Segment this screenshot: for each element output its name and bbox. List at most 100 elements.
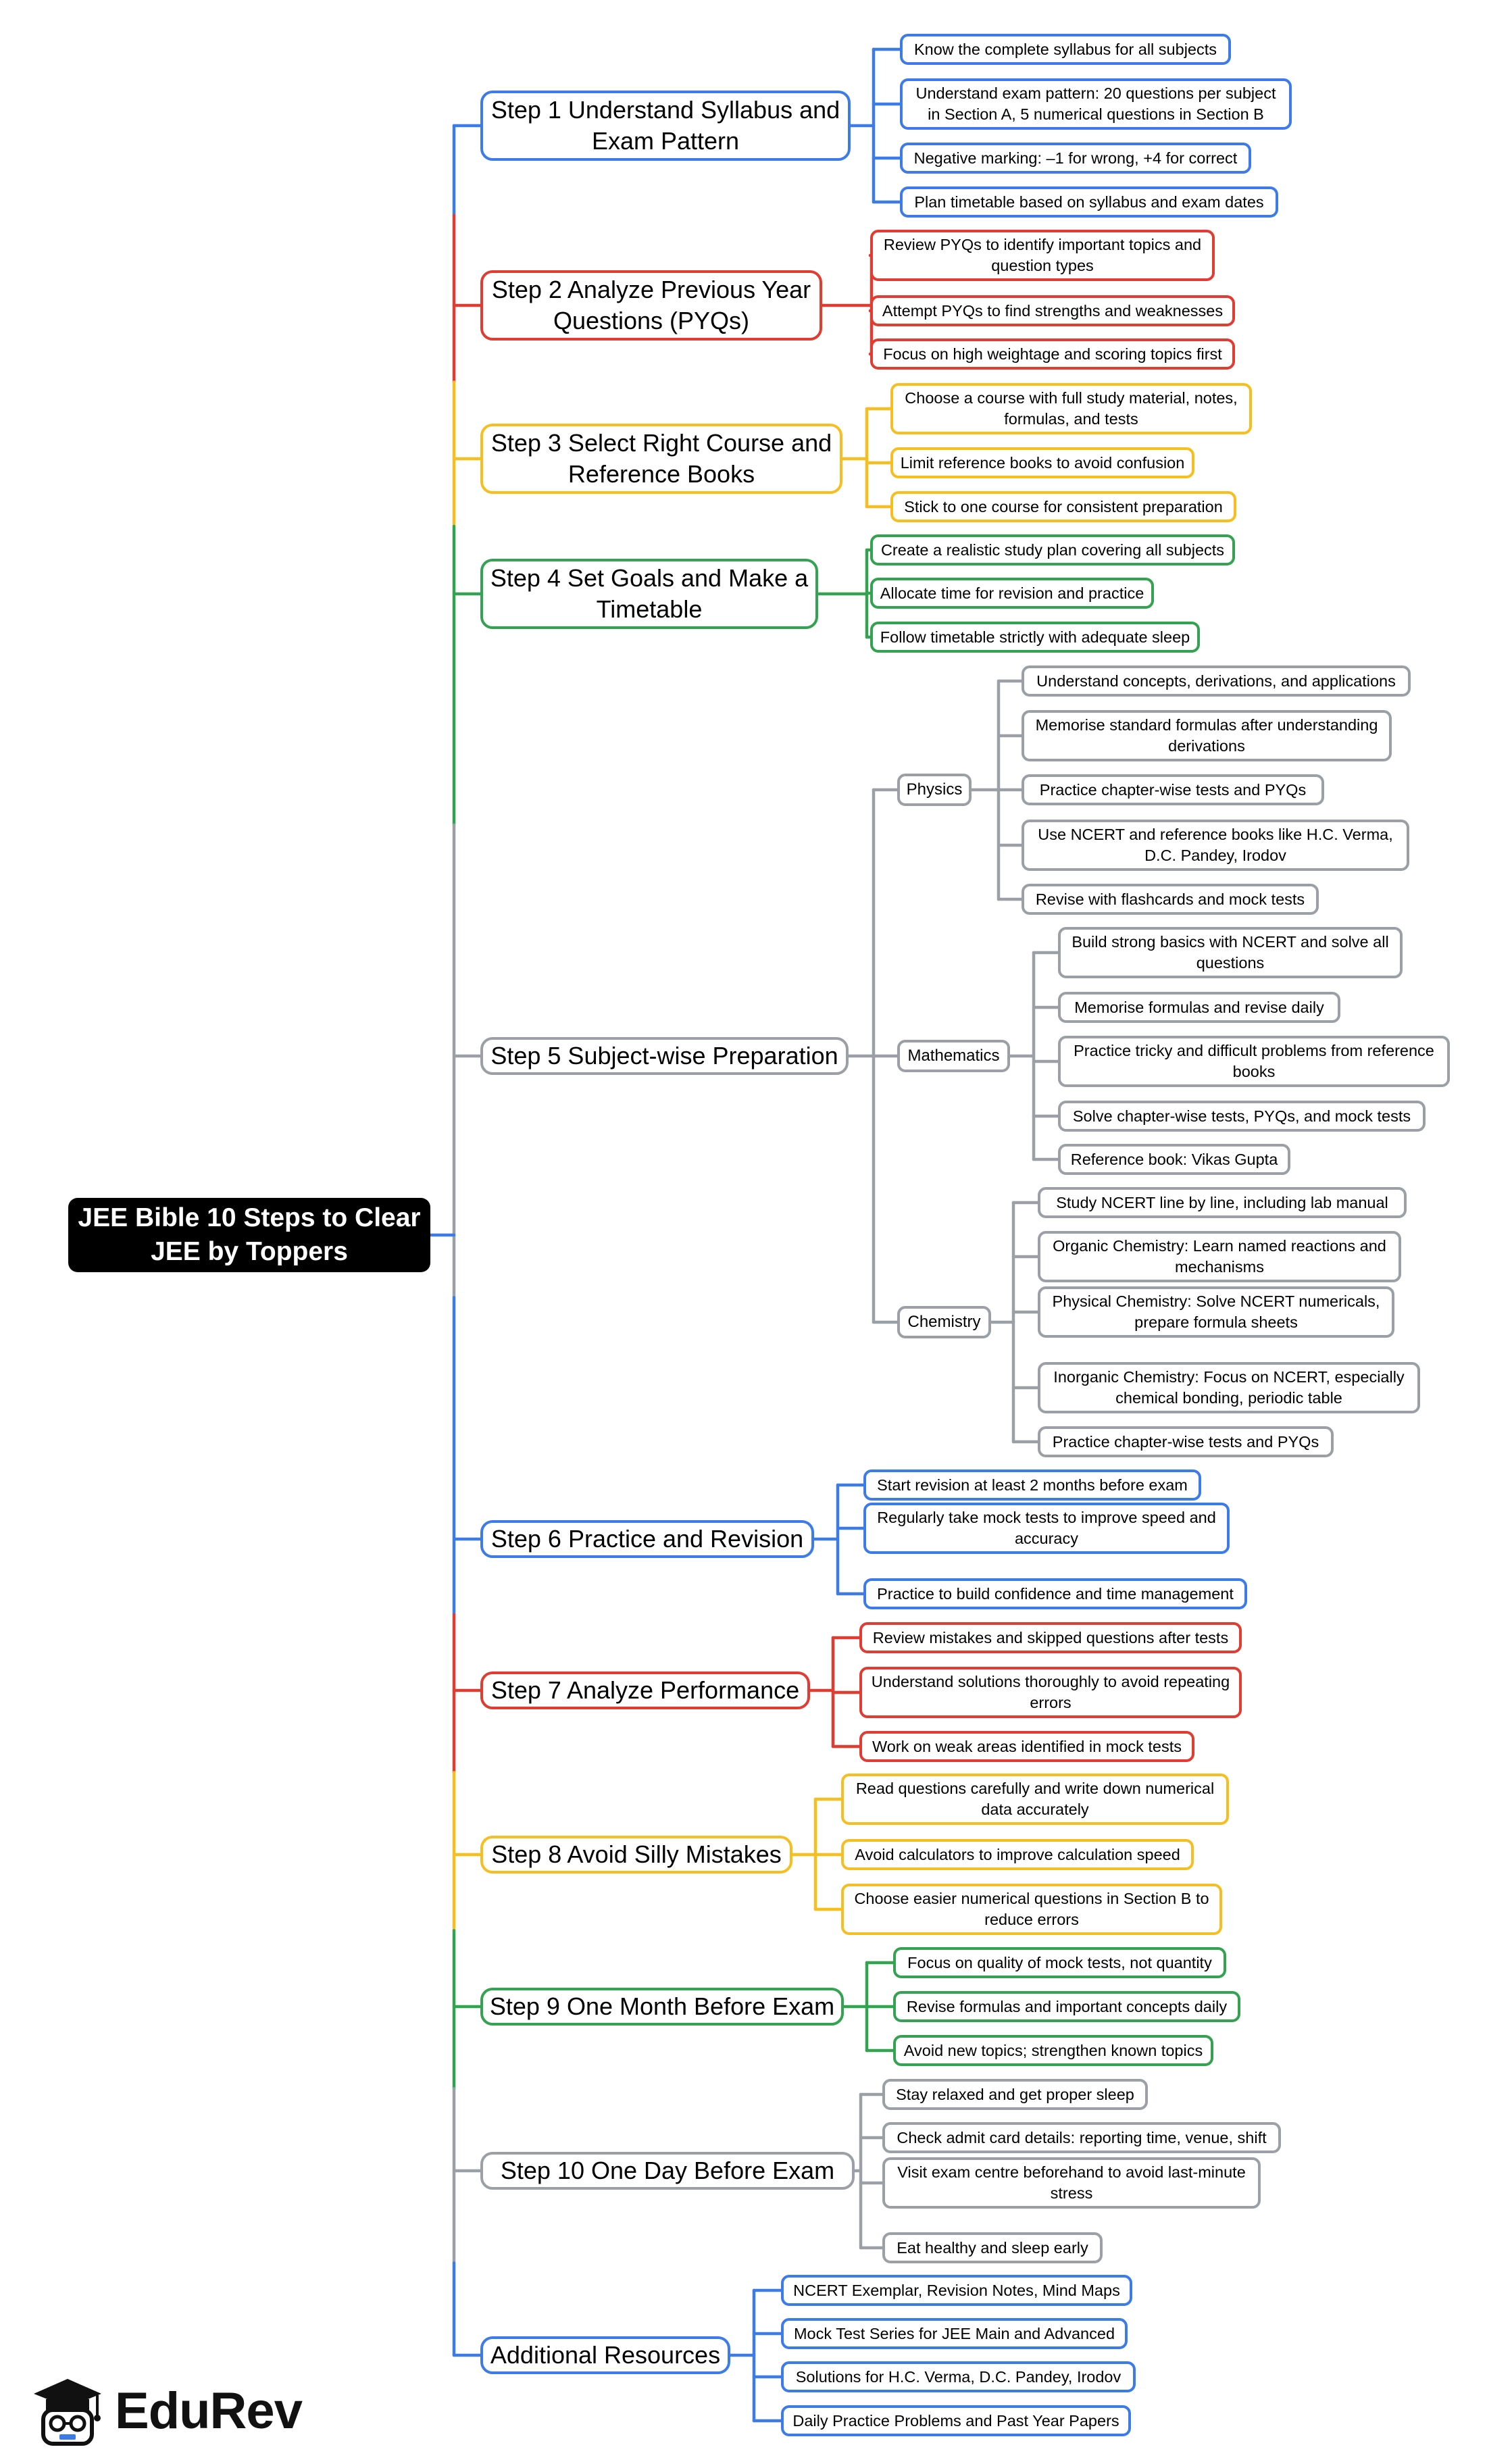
leaf-node: Understand solutions thoroughly to avoid… (859, 1667, 1242, 1718)
leaf-node-label: Solve chapter-wise tests, PYQs, and mock… (1072, 1107, 1411, 1125)
leaf-node-label: Check admit card details: reporting time… (897, 2128, 1267, 2146)
subject-node-label: Chemistry (907, 1313, 981, 1331)
leaf-node: Review PYQs to identify important topics… (870, 230, 1215, 281)
step-node-label: Step 7 Analyze Performance (490, 1676, 800, 1704)
leaf-node-label: Practice chapter-wise tests and PYQs (1039, 780, 1307, 799)
step-node: Step 5 Subject-wise Preparation (480, 1037, 849, 1075)
leaf-node-label: Stay relaxed and get proper sleep (896, 2085, 1134, 2103)
leaf-node-label: Understand solutions thoroughly to avoid… (871, 1673, 1230, 1711)
leaf-node: Choose easier numerical questions in Sec… (841, 1884, 1222, 1935)
step-node-label: Step 10 One Day Before Exam (500, 2157, 835, 2184)
leaf-node-label: Plan timetable based on syllabus and exa… (914, 193, 1264, 211)
leaf-node-label: Stick to one course for consistent prepa… (904, 497, 1223, 516)
leaf-node: Memorise standard formulas after underst… (1022, 710, 1392, 761)
logo-text: EduRev (115, 2382, 303, 2440)
leaf-node: Solve chapter-wise tests, PYQs, and mock… (1058, 1101, 1426, 1132)
leaf-node: Memorise formulas and revise daily (1058, 992, 1340, 1023)
leaf-node-label: Practice chapter-wise tests and PYQs (1052, 1432, 1319, 1451)
leaf-node: Understand concepts, derivations, and ap… (1022, 665, 1411, 697)
step-node: Step 1 Understand Syllabus and Exam Patt… (480, 91, 851, 161)
leaf-node-label: Know the complete syllabus for all subje… (913, 40, 1217, 58)
leaf-node-label: NCERT Exemplar, Revision Notes, Mind Map… (793, 2281, 1120, 2299)
leaf-node: Organic Chemistry: Learn named reactions… (1038, 1231, 1401, 1282)
leaf-node-label: Focus on high weightage and scoring topi… (883, 345, 1222, 363)
edurev-logo: EduRev (27, 2370, 303, 2451)
leaf-node-label: Memorise standard formulas after underst… (1035, 716, 1378, 755)
leaf-node-label: Daily Practice Problems and Past Year Pa… (792, 2411, 1119, 2430)
step-node-label: Step 6 Practice and Revision (490, 1525, 804, 1553)
leaf-node-label: Practice tricky and difficult problems f… (1074, 1042, 1434, 1080)
step-node-label: Step 5 Subject-wise Preparation (490, 1042, 838, 1070)
leaf-node: Practice chapter-wise tests and PYQs (1022, 774, 1324, 805)
leaf-node: Visit exam centre beforehand to avoid la… (882, 2157, 1261, 2209)
leaf-node: Daily Practice Problems and Past Year Pa… (781, 2405, 1131, 2436)
leaf-node-label: Physical Chemistry: Solve NCERT numerica… (1052, 1292, 1380, 1331)
leaf-node: Solutions for H.C. Verma, D.C. Pandey, I… (781, 2361, 1136, 2392)
step-node: Step 10 One Day Before Exam (480, 2152, 855, 2190)
leaf-node: Stick to one course for consistent prepa… (890, 491, 1236, 522)
subject-node: Physics (897, 774, 972, 806)
root-title: JEE Bible 10 Steps to Clear JEE by Toppe… (78, 1203, 421, 1266)
leaf-node-label: Solutions for H.C. Verma, D.C. Pandey, I… (795, 2367, 1122, 2386)
leaf-node: Regularly take mock tests to improve spe… (863, 1503, 1230, 1554)
leaf-node-label: Inorganic Chemistry: Focus on NCERT, esp… (1053, 1368, 1405, 1407)
step-node: Step 9 One Month Before Exam (480, 1988, 844, 2026)
leaf-node: Create a realistic study plan covering a… (870, 534, 1235, 565)
leaf-node: Negative marking: –1 for wrong, +4 for c… (900, 143, 1251, 174)
leaf-node-label: Use NCERT and reference books like H.C. … (1038, 826, 1393, 864)
leaf-node-label: Read questions carefully and write down … (855, 1780, 1215, 1818)
leaf-node-label: Eat healthy and sleep early (897, 2238, 1088, 2257)
step-node-label: Step 3 Select Right Course and Reference… (490, 429, 832, 488)
leaf-node: Read questions carefully and write down … (841, 1774, 1229, 1825)
leaf-node-label: Revise with flashcards and mock tests (1035, 890, 1305, 908)
leaf-node-label: Mock Test Series for JEE Main and Advanc… (793, 2324, 1115, 2342)
leaf-node: Eat healthy and sleep early (882, 2232, 1103, 2263)
leaf-node: Practice to build confidence and time ma… (863, 1578, 1247, 1609)
step-node: Step 6 Practice and Revision (480, 1520, 814, 1558)
leaf-node-label: Start revision at least 2 months before … (877, 1476, 1188, 1494)
leaf-node-label: Revise formulas and important concepts d… (906, 1997, 1228, 2015)
leaf-node-label: Organic Chemistry: Learn named reactions… (1053, 1237, 1386, 1276)
leaf-node: Focus on high weightage and scoring topi… (870, 338, 1235, 370)
leaf-node: Start revision at least 2 months before … (863, 1469, 1201, 1501)
leaf-node: Revise with flashcards and mock tests (1022, 884, 1319, 915)
leaf-node-label: Work on weak areas identified in mock te… (872, 1737, 1182, 1755)
subject-node-label: Mathematics (907, 1047, 1000, 1065)
subject-node-label: Physics (906, 780, 963, 799)
leaf-node: Allocate time for revision and practice (870, 578, 1154, 609)
leaf-node: Inorganic Chemistry: Focus on NCERT, esp… (1038, 1362, 1420, 1413)
leaf-node: Know the complete syllabus for all subje… (900, 34, 1231, 65)
leaf-node-label: Create a realistic study plan covering a… (880, 540, 1225, 559)
leaf-node: Check admit card details: reporting time… (882, 2122, 1281, 2153)
step-node-label: Step 9 One Month Before Exam (489, 1992, 835, 2020)
leaf-node: Work on weak areas identified in mock te… (859, 1731, 1194, 1762)
step-node: Additional Resources (480, 2336, 730, 2374)
leaf-node: Practice tricky and difficult problems f… (1058, 1036, 1450, 1087)
step-node: Step 3 Select Right Course and Reference… (480, 424, 842, 494)
leaf-node-label: Review PYQs to identify important topics… (883, 236, 1202, 274)
subject-node: Chemistry (897, 1306, 991, 1338)
leaf-node: Follow timetable strictly with adequate … (870, 622, 1200, 653)
step-node-label: Additional Resources (490, 2341, 721, 2369)
leaf-node-label: Avoid calculators to improve calculation… (855, 1845, 1180, 1863)
root-node: JEE Bible 10 Steps to Clear JEE by Toppe… (68, 1198, 430, 1272)
leaf-node: Stay relaxed and get proper sleep (882, 2079, 1148, 2110)
leaf-node-label: Reference book: Vikas Gupta (1070, 1150, 1278, 1168)
leaf-node-label: Understand concepts, derivations, and ap… (1036, 672, 1396, 690)
leaf-node-label: Understand exam pattern: 20 questions pe… (915, 84, 1276, 123)
step-node-label: Step 1 Understand Syllabus and Exam Patt… (490, 96, 840, 155)
leaf-node-label: Negative marking: –1 for wrong, +4 for c… (913, 149, 1238, 167)
leaf-node-label: Visit exam centre beforehand to avoid la… (897, 2163, 1246, 2202)
leaf-node: Mock Test Series for JEE Main and Advanc… (781, 2318, 1128, 2349)
leaf-node: Limit reference books to avoid confusion (890, 447, 1194, 478)
graduation-cap-mascot-icon (34, 2379, 101, 2446)
leaf-node-label: Attempt PYQs to find strengths and weakn… (882, 301, 1224, 320)
leaf-node: Physical Chemistry: Solve NCERT numerica… (1038, 1286, 1394, 1338)
leaf-node: Build strong basics with NCERT and solve… (1058, 927, 1403, 978)
leaf-node: Avoid new topics; strengthen known topic… (893, 2035, 1213, 2066)
leaf-node: Attempt PYQs to find strengths and weakn… (870, 295, 1235, 326)
leaf-node-label: Limit reference books to avoid confusion (900, 453, 1185, 472)
step-node: Step 7 Analyze Performance (480, 1671, 810, 1709)
